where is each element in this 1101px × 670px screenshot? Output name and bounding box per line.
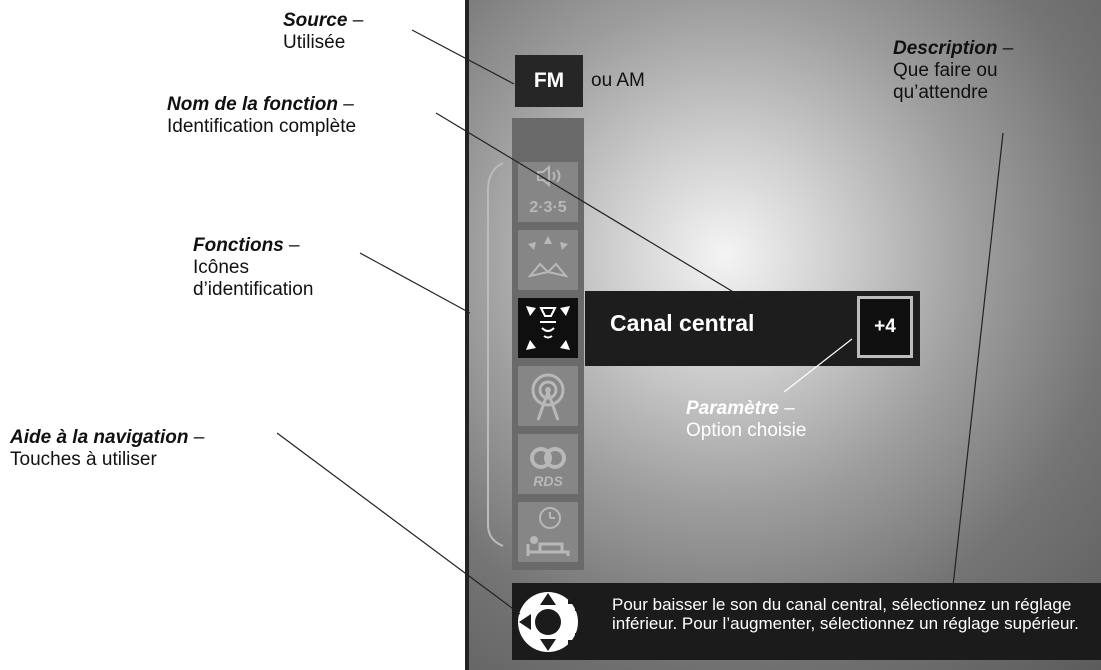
description-callout-desc2: qu’attendre: [893, 82, 989, 103]
function-name-callout: Nom de la fonction – Identification comp…: [167, 94, 356, 138]
function-name-label: Canal central: [610, 310, 755, 336]
source-callout-dash: –: [347, 10, 364, 31]
source-callout-desc: Utilisée: [283, 32, 346, 53]
function-name-callout-dash: –: [338, 94, 354, 115]
antenna-icon: [518, 366, 578, 426]
functions-leader-line: [359, 252, 471, 314]
description-callout-title: Description: [893, 38, 998, 59]
rds-label: RDS: [533, 473, 563, 489]
functions-bracket: [487, 162, 504, 547]
speaker-235-label: 2·3·5: [529, 199, 566, 216]
surround-speakers-icon: [518, 230, 578, 290]
description-bar: [512, 583, 1101, 660]
function-name-leader-line: [435, 112, 751, 303]
functions-callout-desc1: Icônes: [193, 257, 249, 278]
description-leader-line: [952, 132, 1004, 587]
source-alternative: ou AM: [591, 70, 645, 91]
source-callout-title: Source: [283, 10, 348, 31]
functions-callout-dash: –: [283, 235, 300, 256]
function-name-bar: Canal central: [585, 291, 853, 366]
parameter-value: +4: [857, 296, 913, 358]
description-callout-desc1: Que faire ou: [893, 60, 998, 81]
source-leader-line: [411, 29, 515, 85]
parameter-callout-title: Paramètre: [686, 398, 779, 419]
center-channel-icon: [518, 298, 578, 358]
navigation-leader-line: [276, 432, 521, 615]
source-callout: Source – Utilisée: [283, 10, 363, 54]
description-callout: Description – Que faire ou qu’attendre: [893, 38, 1013, 104]
screen-border: [465, 0, 469, 670]
description-text: Pour baisser le son du canal central, sé…: [612, 595, 1079, 633]
function-name-callout-desc: Identification complète: [167, 116, 357, 137]
parameter-callout: Paramètre – Option choisie: [686, 398, 806, 442]
source-badge: FM: [515, 55, 583, 107]
description-callout-dash: –: [997, 38, 1014, 59]
functions-callout-desc2: d’identification: [193, 279, 314, 300]
navigation-callout: Aide à la navigation – Touches à utilise…: [10, 427, 204, 471]
parameter-leader-line: [783, 338, 853, 393]
navigation-callout-desc: Touches à utiliser: [10, 449, 157, 470]
navigation-wheel-icon: [512, 583, 584, 660]
function-name-callout-title: Nom de la fonction: [167, 94, 338, 115]
navigation-callout-title: Aide à la navigation: [10, 427, 189, 448]
parameter-callout-dash: –: [778, 398, 795, 419]
rds-icon: RDS: [518, 434, 578, 494]
sleep-timer-icon: [518, 502, 578, 562]
parameter-callout-desc: Option choisie: [686, 420, 807, 441]
functions-callout-title: Fonctions: [193, 235, 284, 256]
functions-callout: Fonctions – Icônes d’identification: [193, 235, 313, 301]
navigation-callout-dash: –: [188, 427, 205, 448]
